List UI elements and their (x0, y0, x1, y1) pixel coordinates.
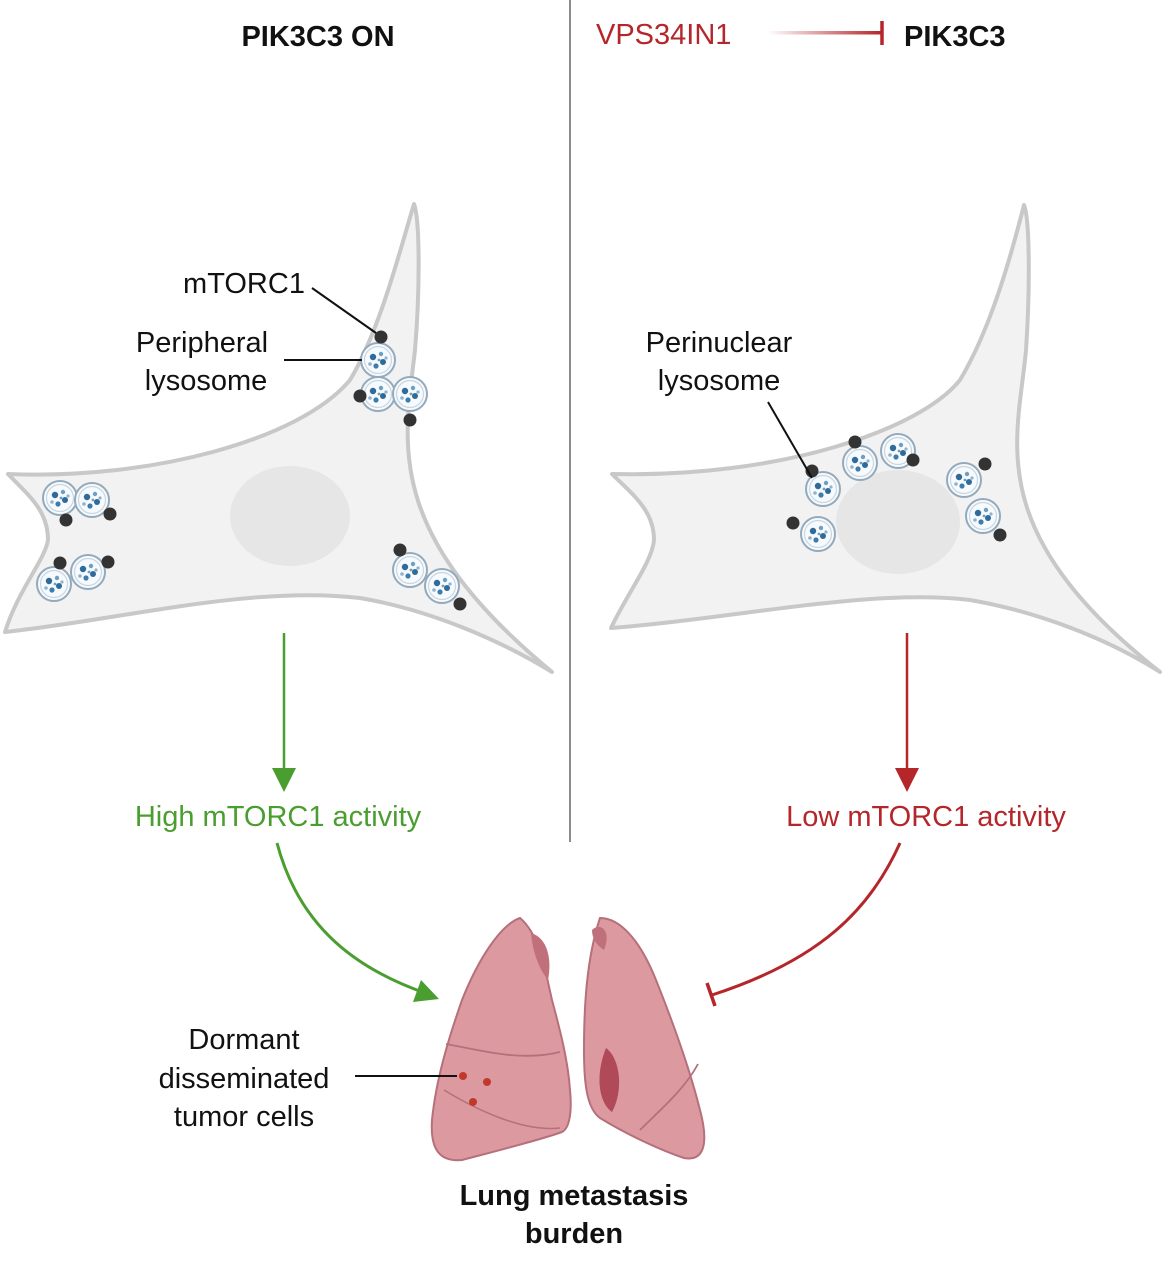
lung-right-fissure (639, 1063, 699, 1131)
mtorc1-pointer (311, 287, 377, 334)
lysosome (36, 566, 72, 602)
inhibition-bar-fade (768, 31, 881, 35)
lysosome (800, 516, 836, 552)
result-label-line1: Lung metastasis (460, 1180, 689, 1212)
inhibitor-label: VPS34IN1 (596, 19, 731, 51)
right-inhibition-tbar (705, 982, 717, 1007)
lungs (430, 916, 706, 1162)
right-down-arrow-head (895, 768, 919, 792)
lung-left-bronchus (531, 933, 550, 980)
lung-left-fissure-upper (445, 1043, 561, 1057)
left-down-arrow-head (272, 768, 296, 792)
peripheral-label-line1: Peripheral (136, 327, 268, 359)
tumor-cell (459, 1072, 467, 1080)
left-mtorc1-dots (53, 330, 467, 611)
lysosome (392, 552, 428, 588)
lung-left-fissure-lower (443, 1089, 561, 1130)
lung-left-lobe (430, 916, 572, 1162)
lysosome (360, 342, 396, 378)
lysosome (42, 480, 78, 516)
lung-right-lobe (582, 916, 706, 1160)
lysosome (965, 498, 1001, 534)
dormant-label-line2: disseminated (159, 1063, 330, 1095)
result-label-line2: burden (525, 1218, 623, 1250)
dormant-label-line1: Dormant (188, 1024, 299, 1056)
left-curved-arrow-head (413, 980, 439, 1002)
tumor-cell (483, 1078, 491, 1086)
left-nucleus (230, 466, 350, 566)
left-panel-title: PIK3C3 ON (241, 21, 394, 53)
lysosome (424, 568, 460, 604)
target-label: PIK3C3 (904, 21, 1006, 53)
lysosome (946, 462, 982, 498)
perinuclear-label-line2: lysosome (658, 365, 781, 397)
lung-right-apex-shade (592, 926, 607, 950)
lysosome (70, 554, 106, 590)
left-mtorc1-label: mTORC1 (183, 268, 305, 300)
high-activity-label: High mTORC1 activity (135, 801, 422, 833)
perinuclear-pointer (767, 401, 813, 479)
left-curved-arrow (275, 842, 426, 995)
right-inhibition-curve (711, 842, 902, 997)
dormant-label-line3: tumor cells (174, 1101, 314, 1133)
low-activity-label: Low mTORC1 activity (786, 801, 1066, 833)
lysosome (392, 376, 428, 412)
tumor-cell (469, 1098, 477, 1106)
lysosome (842, 445, 878, 481)
lung-right-hilum (599, 1048, 620, 1112)
peripheral-label-line2: lysosome (145, 365, 268, 397)
perinuclear-label-line1: Perinuclear (646, 327, 793, 359)
right-nucleus (836, 470, 960, 574)
